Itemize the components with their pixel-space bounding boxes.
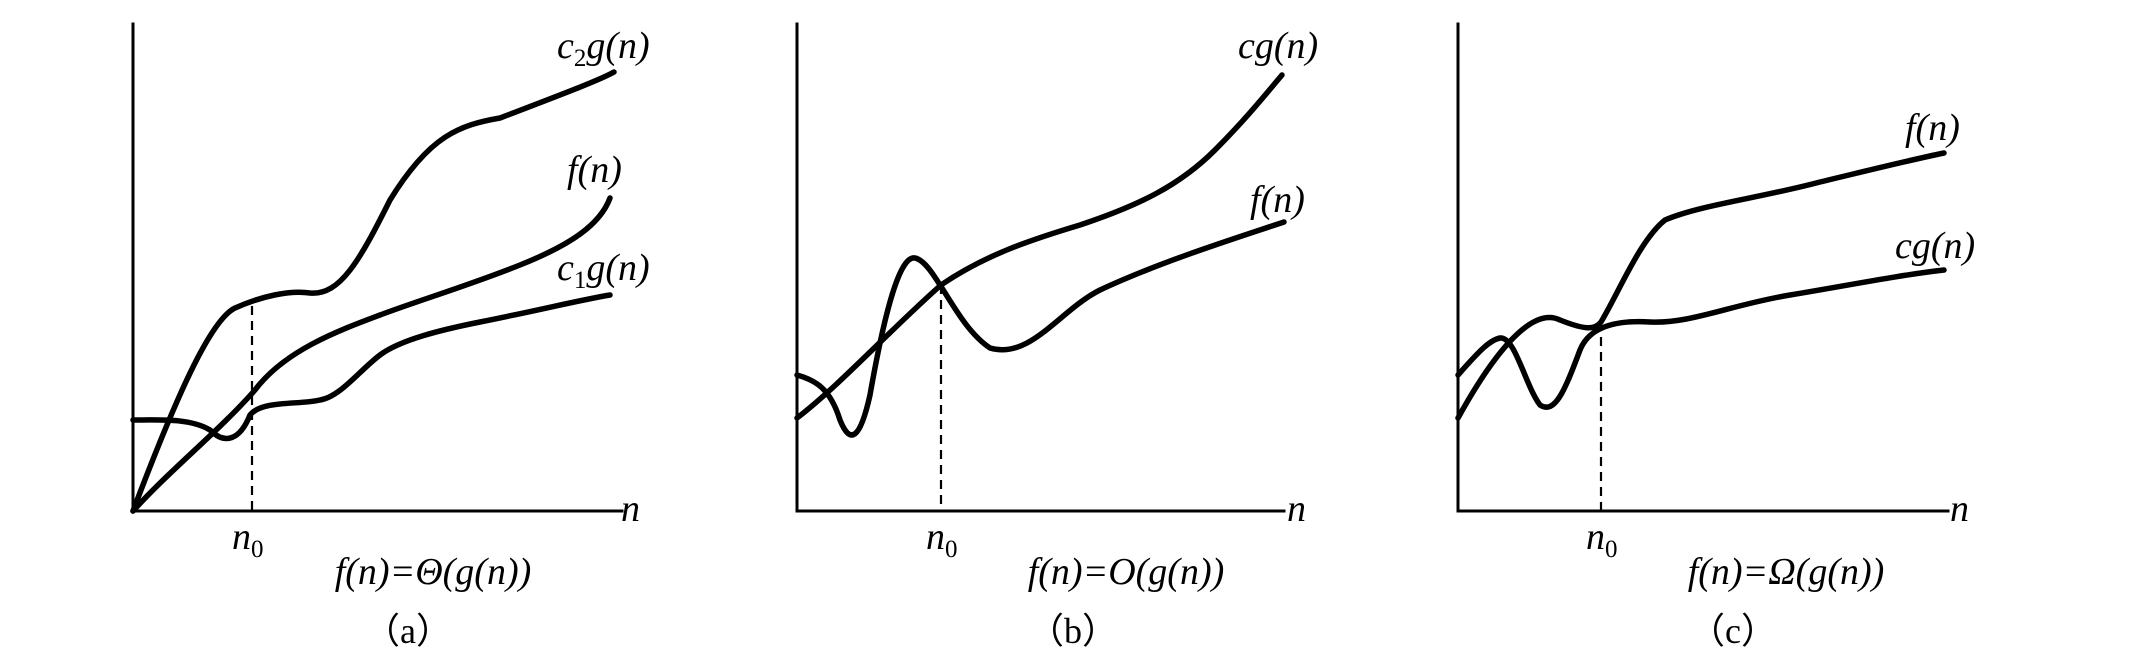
panel-c: f(n) cg(n) n n0 f(n)=Ω(g(n)) （c） bbox=[1455, 22, 1975, 651]
panel-c-x-axis-label: n bbox=[1950, 488, 1969, 530]
panel-c-f-label: f(n) bbox=[1905, 107, 1960, 149]
panel-a-upper-bound-curve bbox=[130, 69, 617, 514]
panel-a-lower-label: c1g(n) bbox=[557, 247, 650, 294]
panel-a-n0-label: n0 bbox=[232, 516, 264, 563]
panel-a-caption: （a） bbox=[364, 611, 452, 651]
panel-b-relation: f(n)=O(g(n)) bbox=[1028, 551, 1225, 593]
panel-c-n0-label: n0 bbox=[1586, 516, 1618, 563]
panel-b: cg(n) f(n) n n0 f(n)=O(g(n)) （b） bbox=[794, 22, 1318, 651]
panel-c-f-curve bbox=[1455, 150, 1947, 421]
panel-c-relation: f(n)=Ω(g(n)) bbox=[1688, 551, 1885, 593]
panel-b-f-label: f(n) bbox=[1250, 179, 1305, 221]
panel-b-upper-label: cg(n) bbox=[1238, 25, 1318, 67]
panel-b-f-curve bbox=[794, 219, 1287, 438]
panel-a-f-label: f(n) bbox=[567, 149, 622, 191]
panel-b-n0-label: n0 bbox=[926, 516, 958, 563]
panel-a-relation: f(n)=Θ(g(n)) bbox=[335, 551, 532, 593]
panel-a-x-axis-label: n bbox=[621, 488, 640, 530]
panel-a-lower-bound-curve bbox=[130, 292, 613, 442]
panel-c-lower-bound-curve bbox=[1455, 267, 1947, 410]
panel-c-caption: （c） bbox=[1689, 611, 1777, 651]
panel-a: c2g(n) f(n) c1g(n) n n0 f(n)=Θ(g(n)) （a） bbox=[130, 22, 650, 651]
panel-b-x-axis-label: n bbox=[1287, 488, 1306, 530]
panel-c-lower-label: cg(n) bbox=[1895, 225, 1975, 267]
panel-b-caption: （b） bbox=[1028, 611, 1118, 651]
panel-a-upper-label: c2g(n) bbox=[557, 25, 650, 72]
panel-a-f-curve bbox=[130, 195, 613, 514]
